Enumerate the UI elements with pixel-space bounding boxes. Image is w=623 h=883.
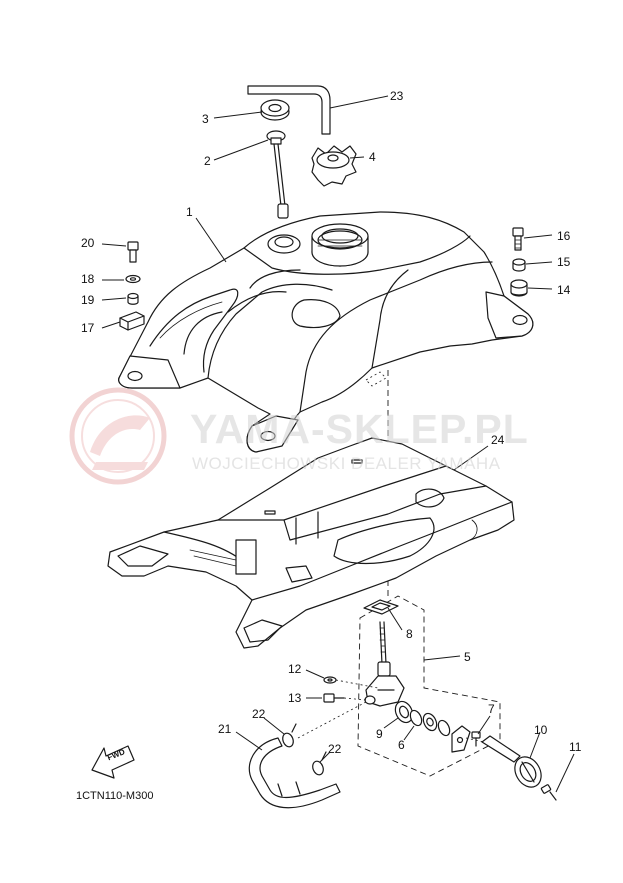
callout-24: 24 — [491, 433, 505, 447]
watermark-title: YAMA-SKLEP.PL — [190, 406, 529, 452]
fuel-gauge-part-2 — [266, 130, 289, 219]
fuel-cock-assembly-boundary — [357, 595, 501, 777]
callout-leader-lines — [101, 95, 575, 793]
callout-12: 12 — [288, 662, 302, 676]
washer-part-18 — [125, 274, 141, 284]
callout-5: 5 — [464, 650, 471, 664]
fuel-cock-knob-part-10 — [481, 735, 542, 788]
screw-part-11 — [540, 784, 557, 801]
watermark-subtitle: WOJCIECHOWSKI DEALER YAMAHA — [192, 454, 501, 473]
callout-7: 7 — [488, 702, 495, 716]
callout-9: 9 — [376, 727, 383, 741]
callout-2: 2 — [204, 154, 211, 168]
gasket-part-8 — [363, 599, 399, 615]
diaphragm-part-9 — [394, 700, 414, 724]
screw-guide-line — [343, 697, 367, 701]
callout-1: 1 — [186, 205, 193, 219]
collar-part-15 — [512, 258, 526, 272]
hose-guide-line — [297, 701, 367, 739]
screw-part-13 — [323, 693, 345, 703]
callout-6: 6 — [398, 738, 405, 752]
callout-15: 15 — [557, 255, 571, 269]
washer-part-12 — [323, 676, 337, 684]
grommet-part-3 — [260, 99, 290, 121]
watermark-logo-icon — [69, 387, 167, 485]
figure-code: 1CTN110-M300 — [76, 790, 154, 802]
fuel-cock-body — [364, 621, 405, 707]
fuel-cap-part-4 — [311, 145, 357, 187]
o-ring-part-6 — [409, 709, 423, 727]
callout-18: 18 — [81, 272, 95, 286]
callout-22-upper: 22 — [252, 707, 266, 721]
callout-4: 4 — [369, 150, 376, 164]
callout-22-lower: 22 — [328, 742, 342, 756]
hose-clip-part-22-lower — [312, 751, 327, 776]
bolt-part-16 — [512, 227, 524, 251]
callout-14: 14 — [557, 283, 571, 297]
collar-part-19 — [127, 292, 139, 305]
callout-10: 10 — [534, 723, 548, 737]
fuel-tank-part-1 — [118, 211, 534, 453]
cushion-part-14 — [510, 279, 528, 297]
callout-20: 20 — [81, 236, 95, 250]
washer-guide-line — [335, 679, 379, 689]
knob-guide-line — [465, 737, 485, 743]
callout-17: 17 — [81, 321, 95, 335]
callout-21: 21 — [218, 722, 232, 736]
tank-cover-part-24 — [107, 437, 515, 649]
callout-16: 16 — [557, 229, 571, 243]
callout-11: 11 — [569, 740, 582, 754]
callout-3: 3 — [202, 112, 209, 126]
cushion-part-17 — [119, 311, 145, 331]
fuel-cock-lever-parts — [422, 712, 471, 753]
bolt-part-20 — [127, 241, 139, 263]
callout-13: 13 — [288, 691, 302, 705]
hose-clip-part-22-upper — [282, 723, 297, 748]
callout-19: 19 — [81, 293, 95, 307]
screw-part-7 — [471, 731, 481, 747]
fuel-hose-part-21 — [248, 737, 341, 809]
forward-direction-arrow-icon — [91, 745, 135, 779]
vent-hose-part-23 — [247, 85, 331, 135]
callout-23: 23 — [390, 89, 404, 103]
callout-8: 8 — [406, 627, 413, 641]
